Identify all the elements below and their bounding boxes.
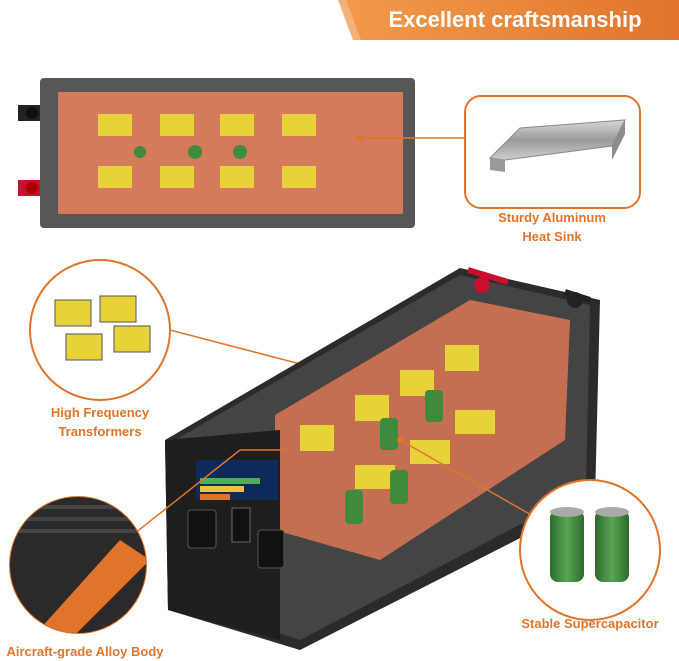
supercapacitor-callout — [519, 479, 661, 621]
transformers-caption: High Frequency Transformers — [25, 403, 175, 441]
transformers-callout — [29, 259, 171, 401]
alloy-body-callout — [9, 496, 147, 634]
inverter-top-view — [18, 78, 415, 228]
supercapacitor-caption: Stable Supercapacitor — [521, 616, 659, 631]
heat-sink-caption: Sturdy Aluminum Heat Sink — [472, 208, 632, 246]
transformers-caption-line2: Transformers — [58, 424, 142, 439]
heat-sink-callout — [464, 95, 641, 209]
inverter-body — [165, 267, 600, 650]
banner — [338, 0, 679, 40]
banner-title: Excellent craftsmanship — [388, 7, 642, 32]
heat-sink-caption-line2: Heat Sink — [522, 229, 582, 244]
heat-sink-caption-line1: Sturdy Aluminum — [498, 210, 606, 225]
connector-supercapacitor — [399, 439, 541, 521]
connector-alloy-body — [119, 449, 241, 546]
transformers-caption-line1: High Frequency — [50, 405, 150, 420]
alloy-body-caption: Aircraft-grade Alloy Body — [6, 644, 164, 659]
